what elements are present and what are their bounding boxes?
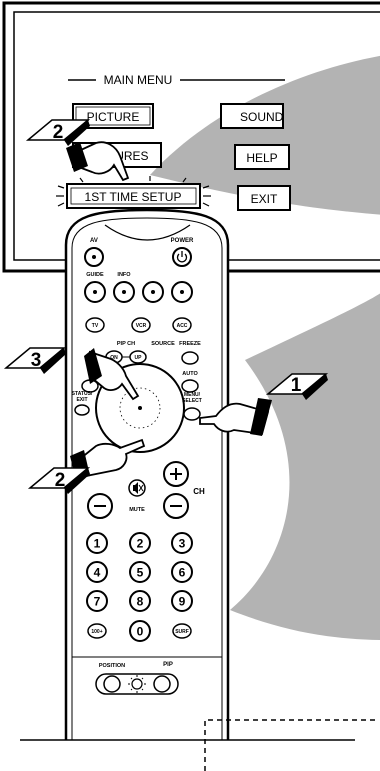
digit-button-5[interactable]: 5: [129, 561, 151, 583]
guide-label: GUIDE: [86, 272, 104, 278]
info-button[interactable]: [113, 281, 135, 303]
digit-3: 3: [179, 537, 186, 551]
digit-button-4[interactable]: 4: [86, 561, 108, 583]
menu-select-button[interactable]: [183, 407, 201, 421]
digit-9: 9: [179, 595, 186, 609]
source-label: SOURCE: [151, 341, 175, 347]
step-2-top-number: 2: [53, 122, 64, 143]
status-exit-label-2: EXIT: [76, 397, 87, 403]
digit-2: 2: [137, 537, 144, 551]
tv-mode-button[interactable]: TV: [85, 317, 105, 333]
tv-label: TV: [92, 323, 99, 329]
status-exit-label-1: STATUS/: [72, 391, 93, 397]
menu-select-label-2: SELECT: [182, 398, 202, 404]
highlight-beam-lower: [230, 293, 380, 640]
step-callout-1: 1: [265, 373, 329, 400]
base-lines: [20, 719, 378, 771]
digit-button-9[interactable]: 9: [171, 590, 193, 612]
menu-item-sound-label: SOUND: [240, 110, 284, 124]
hundred-plus-label: 100+: [91, 629, 102, 635]
acc-label: ACC: [177, 323, 188, 329]
menu-item-sound[interactable]: SOUND: [220, 103, 284, 129]
power-button[interactable]: [172, 247, 192, 267]
number-pad: 1 2 3 4 5 6 7 8 9 100+ 0 SURF: [86, 532, 193, 642]
menu-item-picture-label: PICTURE: [87, 110, 140, 124]
mute-icon: [133, 482, 144, 494]
channel-plus-button[interactable]: [163, 461, 189, 487]
hundred-plus-button[interactable]: 100+: [87, 623, 107, 639]
av-button[interactable]: [84, 247, 104, 267]
on-label: ON: [110, 355, 118, 361]
function-button-4[interactable]: [171, 281, 193, 303]
digit-button-6[interactable]: 6: [171, 561, 193, 583]
pip-position-icon: [128, 675, 146, 693]
menu-item-help[interactable]: HELP: [234, 144, 290, 170]
auto-button[interactable]: [181, 379, 199, 393]
digit-6: 6: [179, 566, 186, 580]
step-callout-2-top: 2: [25, 119, 91, 146]
menu-item-exit[interactable]: EXIT: [237, 185, 291, 211]
digit-5: 5: [137, 566, 144, 580]
step-callout-2-bottom: 2: [27, 467, 91, 494]
power-label: POWER: [171, 238, 194, 244]
ch-label: CH: [193, 487, 205, 496]
highlight-beam-upper: [150, 55, 380, 215]
menu-item-exit-label: EXIT: [251, 192, 278, 206]
surf-label: SURF: [175, 629, 189, 635]
step-3-number: 3: [31, 350, 42, 371]
remote-control: AV POWER GUIDE INFO: [64, 208, 230, 740]
menu-item-first-time-setup-label: 1ST TIME SETUP: [85, 190, 182, 204]
vcr-mode-button[interactable]: VCR: [131, 317, 151, 333]
guide-button[interactable]: [84, 281, 106, 303]
info-label: INFO: [117, 272, 131, 278]
volume-minus-button[interactable]: [87, 493, 113, 519]
pip-ch-up-button[interactable]: UP: [129, 350, 147, 364]
menu-select-label-1: MENU/: [184, 392, 201, 398]
digit-button-8[interactable]: 8: [129, 590, 151, 612]
surf-button[interactable]: SURF: [172, 623, 192, 639]
digit-4: 4: [94, 566, 101, 580]
freeze-label: FREEZE: [179, 341, 201, 347]
mute-button[interactable]: [128, 479, 146, 497]
selection-glow: [56, 176, 211, 207]
mute-label: MUTE: [129, 507, 145, 513]
pip-position-controls[interactable]: [95, 673, 179, 695]
position-label: POSITION: [99, 663, 125, 669]
auto-label: AUTO: [182, 371, 198, 377]
freeze-button[interactable]: [181, 351, 199, 365]
status-exit-button[interactable]: [74, 404, 90, 416]
digit-1: 1: [94, 537, 101, 551]
function-button-3[interactable]: [142, 281, 164, 303]
digit-button-7[interactable]: 7: [86, 590, 108, 612]
digit-button-0[interactable]: 0: [129, 620, 151, 642]
channel-minus-button[interactable]: [163, 493, 189, 519]
digit-8: 8: [137, 595, 144, 609]
up-label: UP: [135, 355, 143, 361]
menu-item-first-time-setup[interactable]: 1ST TIME SETUP: [66, 183, 201, 209]
vcr-label: VCR: [136, 323, 147, 329]
main-menu-title: MAIN MENU: [104, 73, 173, 87]
step-1-number: 1: [291, 375, 302, 396]
step-2-bottom-number: 2: [55, 470, 66, 491]
pip-label: PIP: [163, 662, 173, 668]
av-label: AV: [90, 238, 98, 244]
digit-button-1[interactable]: 1: [86, 532, 108, 554]
power-icon: [176, 251, 188, 263]
digit-button-3[interactable]: 3: [171, 532, 193, 554]
step-callout-3: 3: [3, 347, 67, 374]
pip-ch-label: PIP CH: [117, 341, 135, 347]
digit-7: 7: [94, 595, 101, 609]
digit-button-2[interactable]: 2: [129, 532, 151, 554]
menu-item-help-label: HELP: [246, 151, 277, 165]
digit-0: 0: [137, 625, 144, 639]
acc-mode-button[interactable]: ACC: [172, 317, 192, 333]
